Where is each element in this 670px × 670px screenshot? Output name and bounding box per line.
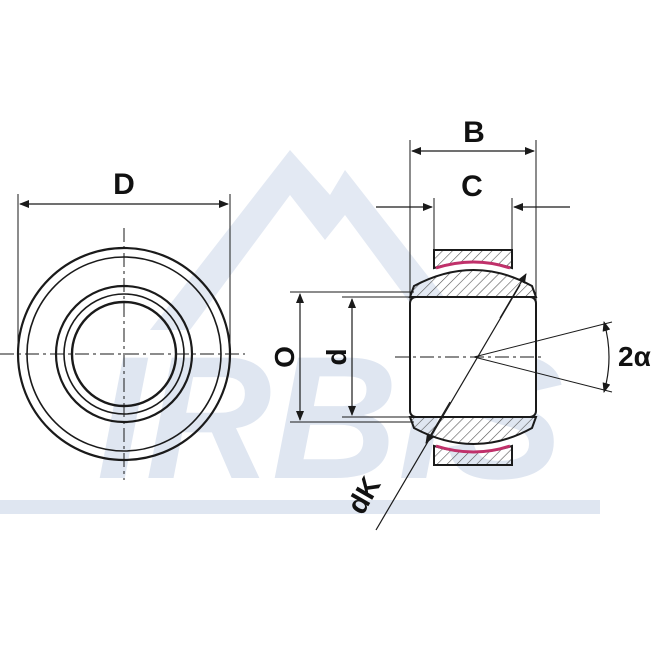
inner-ball-bottom — [408, 416, 538, 445]
section-view — [395, 249, 545, 466]
watermark-bar — [0, 500, 600, 514]
label-O: O — [269, 346, 300, 368]
dimension-D: D — [17, 168, 231, 354]
label-C: C — [461, 170, 483, 203]
label-angle: 2α — [618, 341, 651, 372]
dimension-O: O — [269, 291, 414, 423]
dimension-C: C — [376, 170, 570, 250]
dimension-d: d — [321, 296, 410, 418]
liner-bottom — [435, 444, 511, 454]
label-D: D — [113, 168, 135, 201]
liner-top — [435, 260, 511, 270]
label-B: B — [463, 116, 485, 149]
dimension-B: B — [409, 116, 537, 300]
inner-ball-top — [408, 269, 538, 298]
dimension-angle: 2α — [473, 321, 651, 393]
label-d: d — [321, 348, 352, 365]
